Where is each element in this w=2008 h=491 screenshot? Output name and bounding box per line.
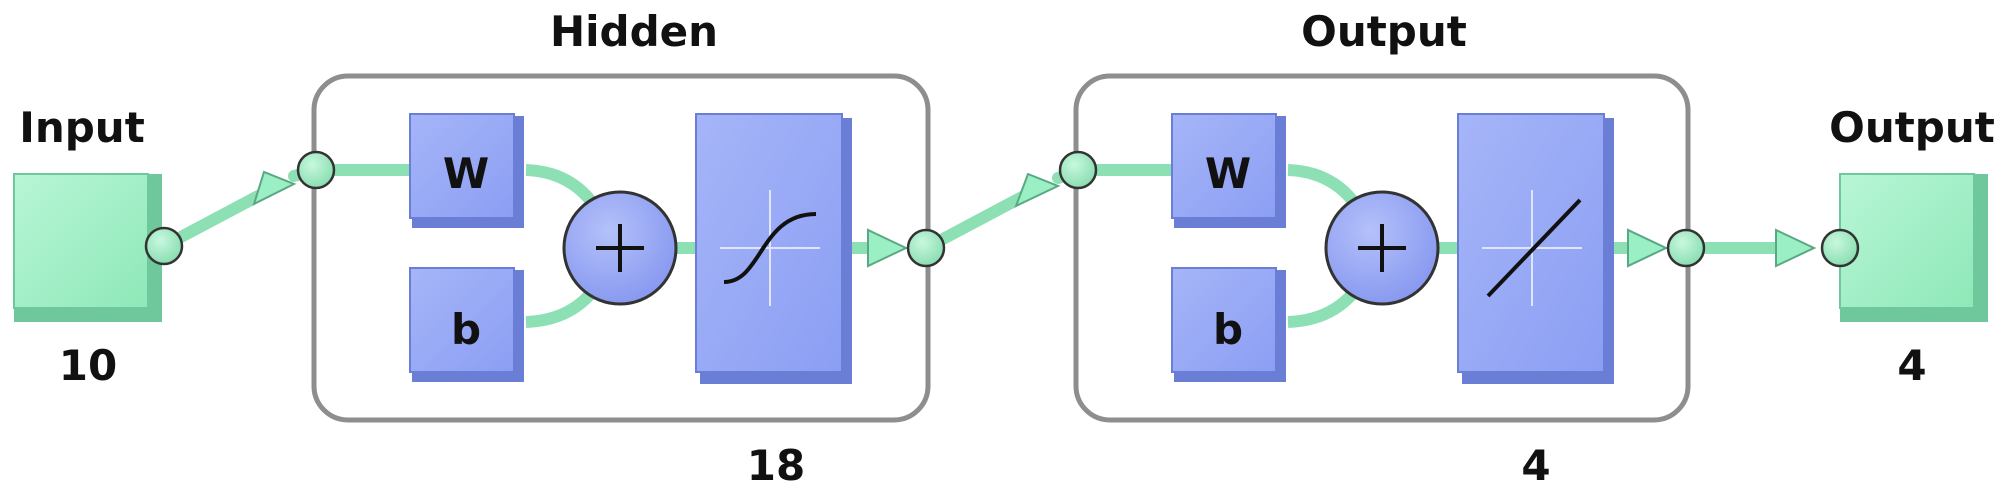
sigmoid-curve-icon — [723, 212, 817, 284]
arrow-icon — [1014, 172, 1061, 208]
hidden-weight-label: W — [443, 149, 489, 198]
linear-line-icon — [1486, 198, 1582, 298]
hidden-layer-size: 18 — [747, 441, 805, 490]
hidden-bias-label: b — [451, 305, 481, 354]
output-title: Output — [1829, 103, 1995, 152]
input-size: 10 — [59, 341, 117, 390]
output-layer: Output W b — [1058, 7, 1691, 490]
output-weight-label: W — [1205, 149, 1251, 198]
output-connector — [1666, 228, 1817, 268]
output-block: Output 4 — [1820, 103, 1995, 390]
output-layer-size: 4 — [1521, 441, 1550, 490]
output-bias-block: b — [1171, 267, 1286, 382]
output-box — [1839, 173, 1975, 309]
block-face — [409, 113, 515, 219]
hidden-input-node — [296, 150, 336, 190]
hidden-to-output-connector — [906, 166, 1084, 268]
arrow-icon — [252, 170, 297, 206]
output-bias-label: b — [1213, 305, 1243, 354]
output-port-node — [1820, 228, 1860, 268]
block-face — [409, 267, 515, 373]
output-size: 4 — [1897, 341, 1926, 390]
input-title: Input — [19, 103, 145, 152]
hidden-sum-node — [562, 190, 678, 306]
hidden-layer-title: Hidden — [550, 7, 718, 56]
hidden-transfer-block — [695, 113, 852, 384]
output-weight-block: W — [1171, 113, 1286, 228]
block-face — [1171, 267, 1277, 373]
hidden-weight-block: W — [409, 113, 524, 228]
output-sum-node — [1324, 190, 1440, 306]
output-layer-input-node — [1058, 150, 1098, 190]
output-transfer-block — [1457, 113, 1614, 384]
hidden-bias-block: b — [409, 267, 524, 382]
block-face — [1171, 113, 1277, 219]
arrow-icon — [1627, 228, 1669, 268]
input-port-node — [144, 226, 184, 266]
input-block: Input 10 — [13, 103, 162, 390]
output-layer-node — [1666, 228, 1706, 268]
arrow-icon — [867, 228, 909, 268]
hidden-output-node — [906, 228, 946, 268]
output-layer-title: Output — [1301, 7, 1467, 56]
input-to-hidden-connector — [144, 164, 322, 266]
input-box — [13, 173, 149, 309]
arrow-icon — [1775, 228, 1817, 268]
hidden-layer: Hidden W b — [296, 7, 931, 490]
